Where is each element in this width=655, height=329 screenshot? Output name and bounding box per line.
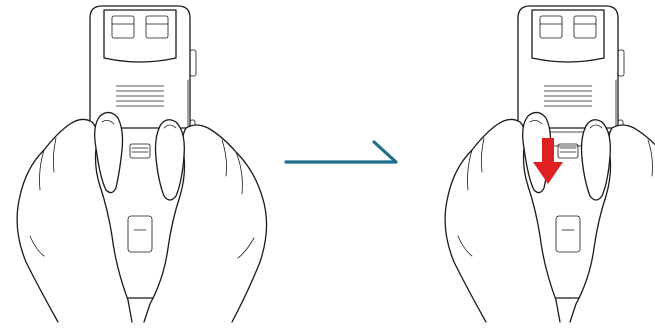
panel-after [445,6,655,322]
right-arrow-icon [286,142,396,162]
panel-before [17,6,266,322]
